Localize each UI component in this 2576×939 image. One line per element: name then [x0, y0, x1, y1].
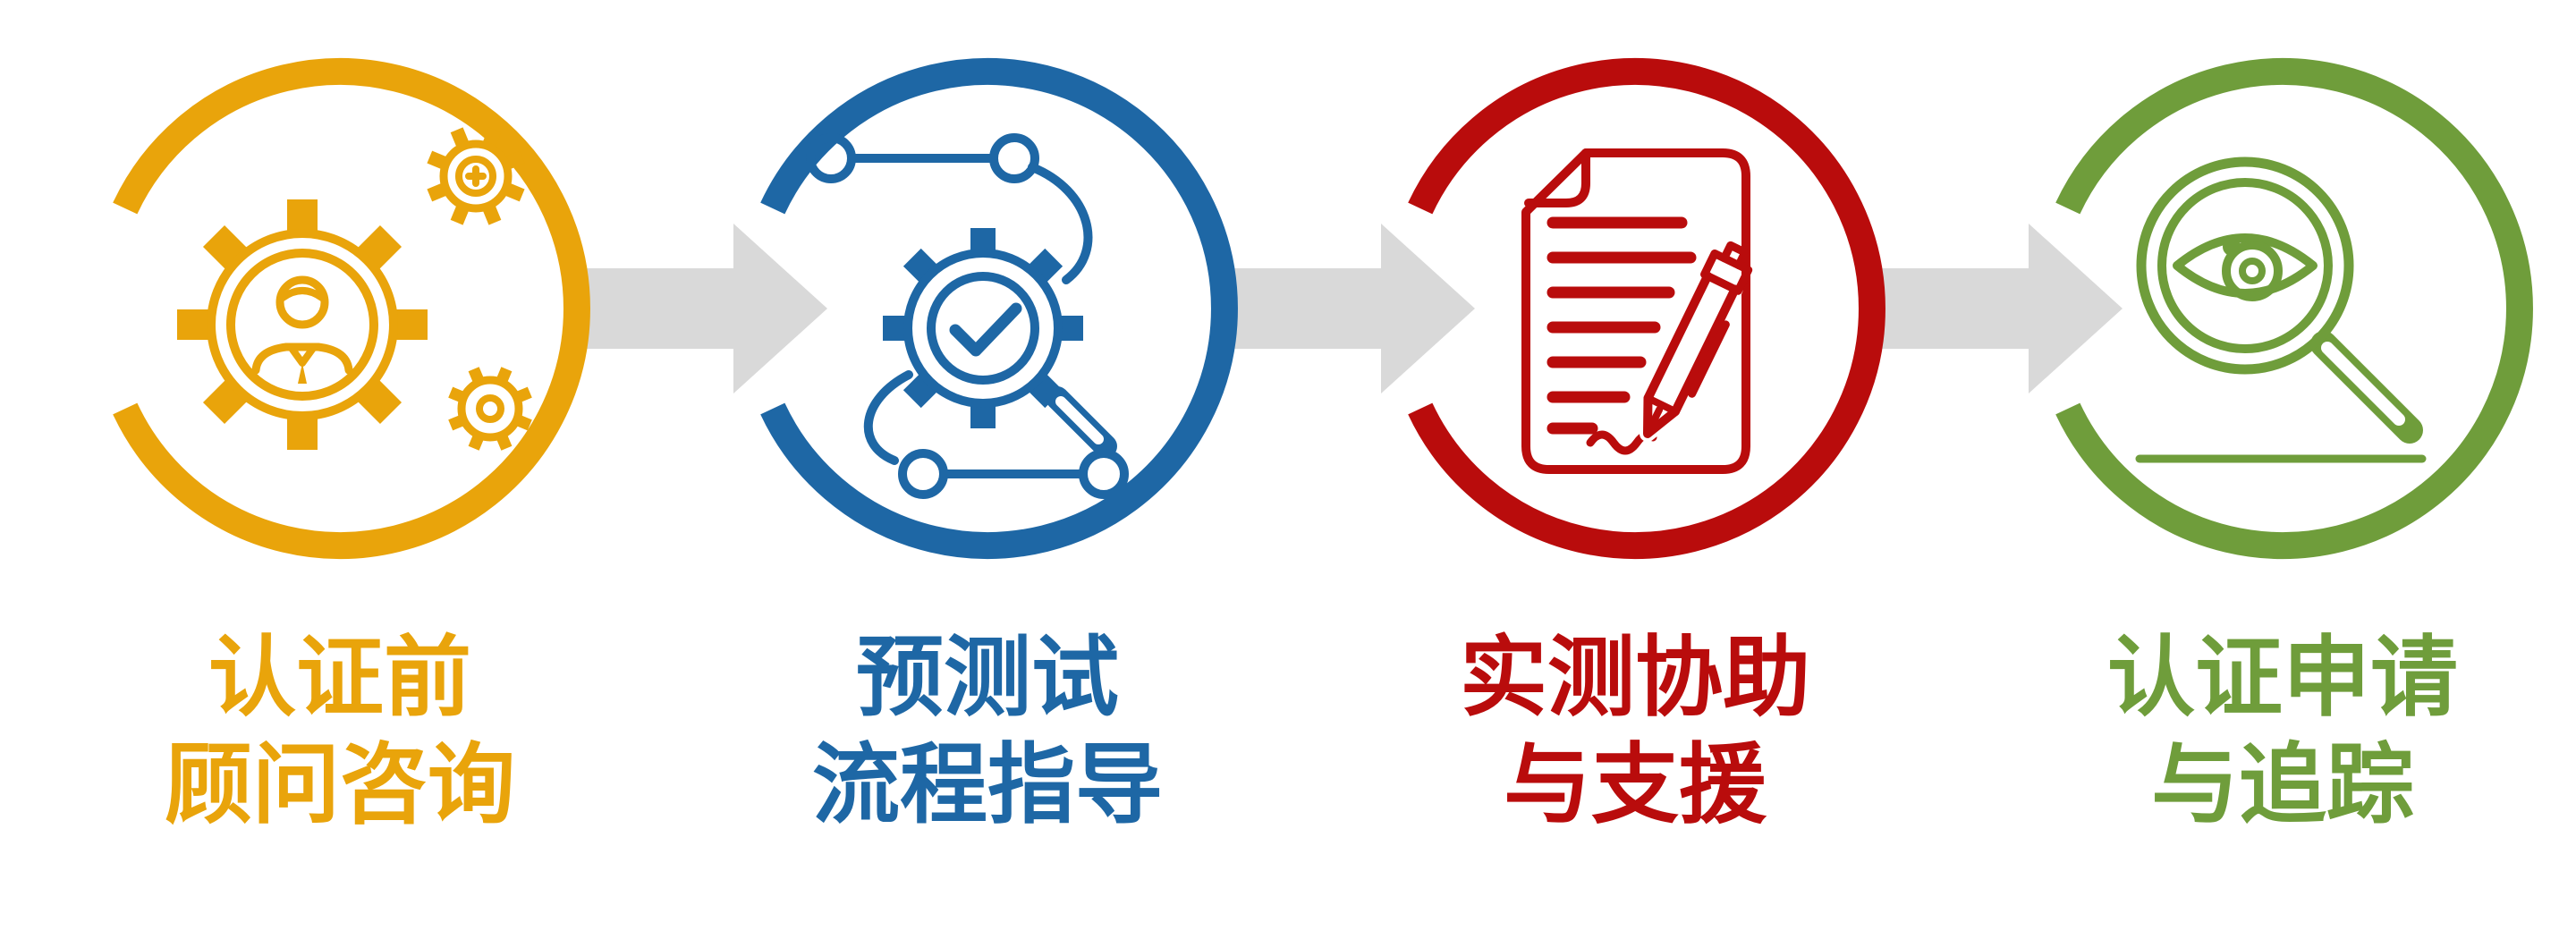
- small-gear-plus-body: [439, 140, 513, 213]
- consultant-gears-icon: [177, 127, 532, 451]
- flow-arrow-1: [568, 224, 827, 393]
- small-gear2-body: [457, 376, 523, 442]
- gear-body: [207, 229, 398, 420]
- process-curve-bottom: [863, 370, 913, 465]
- pen-tip: [1643, 393, 1681, 438]
- step-1: 认证前 顾问咨询: [72, 0, 608, 939]
- step-4-circle: [2055, 58, 2533, 559]
- person-head: [275, 275, 329, 329]
- step-2: 预测试 流程指导: [719, 0, 1256, 939]
- process-node: [898, 449, 948, 499]
- step-1-label: 认证前 顾问咨询: [18, 624, 662, 838]
- pen-icon: [1640, 241, 1753, 442]
- pen-button: [1720, 241, 1750, 270]
- pen-tip-slit: [1644, 394, 1680, 431]
- gear-inner-circle: [927, 272, 1039, 385]
- eye-outline: [2173, 233, 2318, 298]
- right-arrow-icon: [568, 224, 827, 393]
- process-check-search-icon: [806, 133, 1129, 499]
- step-4-label: 认证申请 与追踪: [1961, 624, 2576, 838]
- gear-teeth: [177, 199, 428, 450]
- gear-teeth: [883, 228, 1083, 428]
- person-tie: [298, 363, 307, 384]
- magnifier-handle-core: [1055, 396, 1104, 444]
- gear-inner-circle: [226, 249, 378, 401]
- step-ring-arc: [1408, 58, 1885, 559]
- process-curve-top: [1028, 163, 1093, 284]
- step-1-circle: [113, 58, 590, 559]
- pen-barrel: [1643, 271, 1740, 417]
- eye-highlight-dot: [2223, 238, 2241, 256]
- step-1-label-line2: 顾问咨询: [164, 734, 515, 833]
- gear-body: [903, 249, 1063, 408]
- document-outline: [1521, 148, 1750, 474]
- step-3-label-line1: 实测协助: [1459, 628, 1810, 726]
- process-node: [989, 133, 1039, 183]
- step-3: 实测协助 与支援: [1367, 0, 1903, 939]
- document-signing-icon: [1521, 148, 1753, 474]
- document-fold: [1524, 148, 1590, 207]
- flow-arrow-2: [1216, 224, 1475, 393]
- right-arrow-icon: [1863, 224, 2123, 393]
- plus-icon: [465, 165, 487, 187]
- small-gear2-teeth: [448, 367, 532, 451]
- step-1-label-line1: 认证前: [208, 628, 471, 726]
- step-3-label-line2: 与支援: [1503, 734, 1767, 833]
- magnifier-lens-outer: [2136, 156, 2354, 375]
- person-shoulders: [251, 343, 353, 375]
- step-4-label-line2: 与追踪: [2150, 734, 2414, 833]
- step-3-label: 实测协助 与支援: [1313, 624, 1957, 838]
- pen-clip: [1688, 320, 1730, 398]
- eye-iris: [2222, 241, 2283, 301]
- small-gear2-inner: [476, 394, 504, 423]
- right-arrow-icon: [1216, 224, 1475, 393]
- step-2-label-line2: 流程指导: [811, 734, 1163, 833]
- process-node: [1079, 449, 1129, 499]
- step-4: 认证申请 与追踪: [2014, 0, 2551, 939]
- step-2-label: 预测试 流程指导: [665, 624, 1309, 838]
- step-4-label-line1: 认证申请: [2106, 628, 2458, 726]
- small-gear-teeth: [427, 127, 525, 225]
- step-ring-arc: [113, 58, 590, 559]
- eye-pupil: [2239, 258, 2266, 284]
- magnifier-eye-icon: [2135, 156, 2427, 463]
- document-text-lines: [1546, 216, 1697, 435]
- step-2-circle: [760, 58, 1238, 559]
- pen-cap: [1700, 249, 1753, 295]
- magnifier-handle-core: [2321, 342, 2405, 426]
- step-ring-arc: [760, 58, 1238, 559]
- flow-arrow-3: [1863, 224, 2123, 393]
- person-hair: [279, 287, 326, 301]
- small-gear-plus-inner: [455, 156, 496, 197]
- step-3-circle: [1408, 58, 1885, 559]
- magnifier-lens-inner: [2157, 178, 2333, 353]
- step-2-label-line1: 预测试: [855, 628, 1119, 726]
- checkmark-icon: [949, 302, 1022, 357]
- step-ring-arc: [2055, 58, 2533, 559]
